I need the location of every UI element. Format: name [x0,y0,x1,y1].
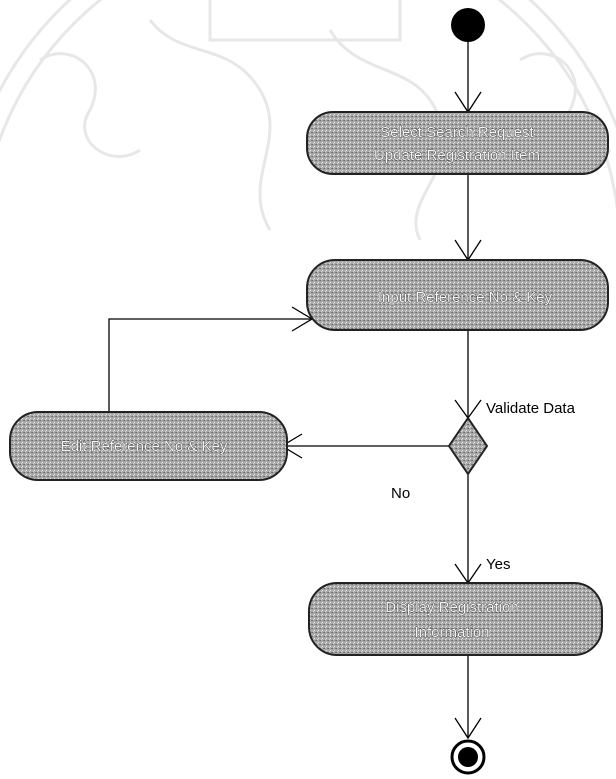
flow-edit-to-input [108,318,312,412]
display-registration-line1: Display Registration [385,599,518,616]
select-search-line1: Select Search Request [380,124,534,141]
label-no: No [391,485,410,502]
action-display-registration: Display Registration Information [308,582,603,656]
input-reference-label: Input Reference No & Key [378,289,553,306]
action-edit-reference: Edit Reference No & Key [9,411,288,481]
label-yes: Yes [486,556,510,573]
decision-node [447,416,489,476]
final-node [450,739,486,775]
action-select-search: Select Search Request Update Registratio… [306,111,609,175]
edit-reference-label: Edit Reference No & Key [61,438,228,455]
label-validate-data: Validate Data [486,400,576,417]
arrowhead-end [454,717,482,740]
display-registration-line2: Information [414,624,489,641]
initial-node [451,8,485,42]
action-input-reference: Input Reference No & Key [306,259,609,331]
select-search-line2: Update Registration Item [374,147,540,164]
